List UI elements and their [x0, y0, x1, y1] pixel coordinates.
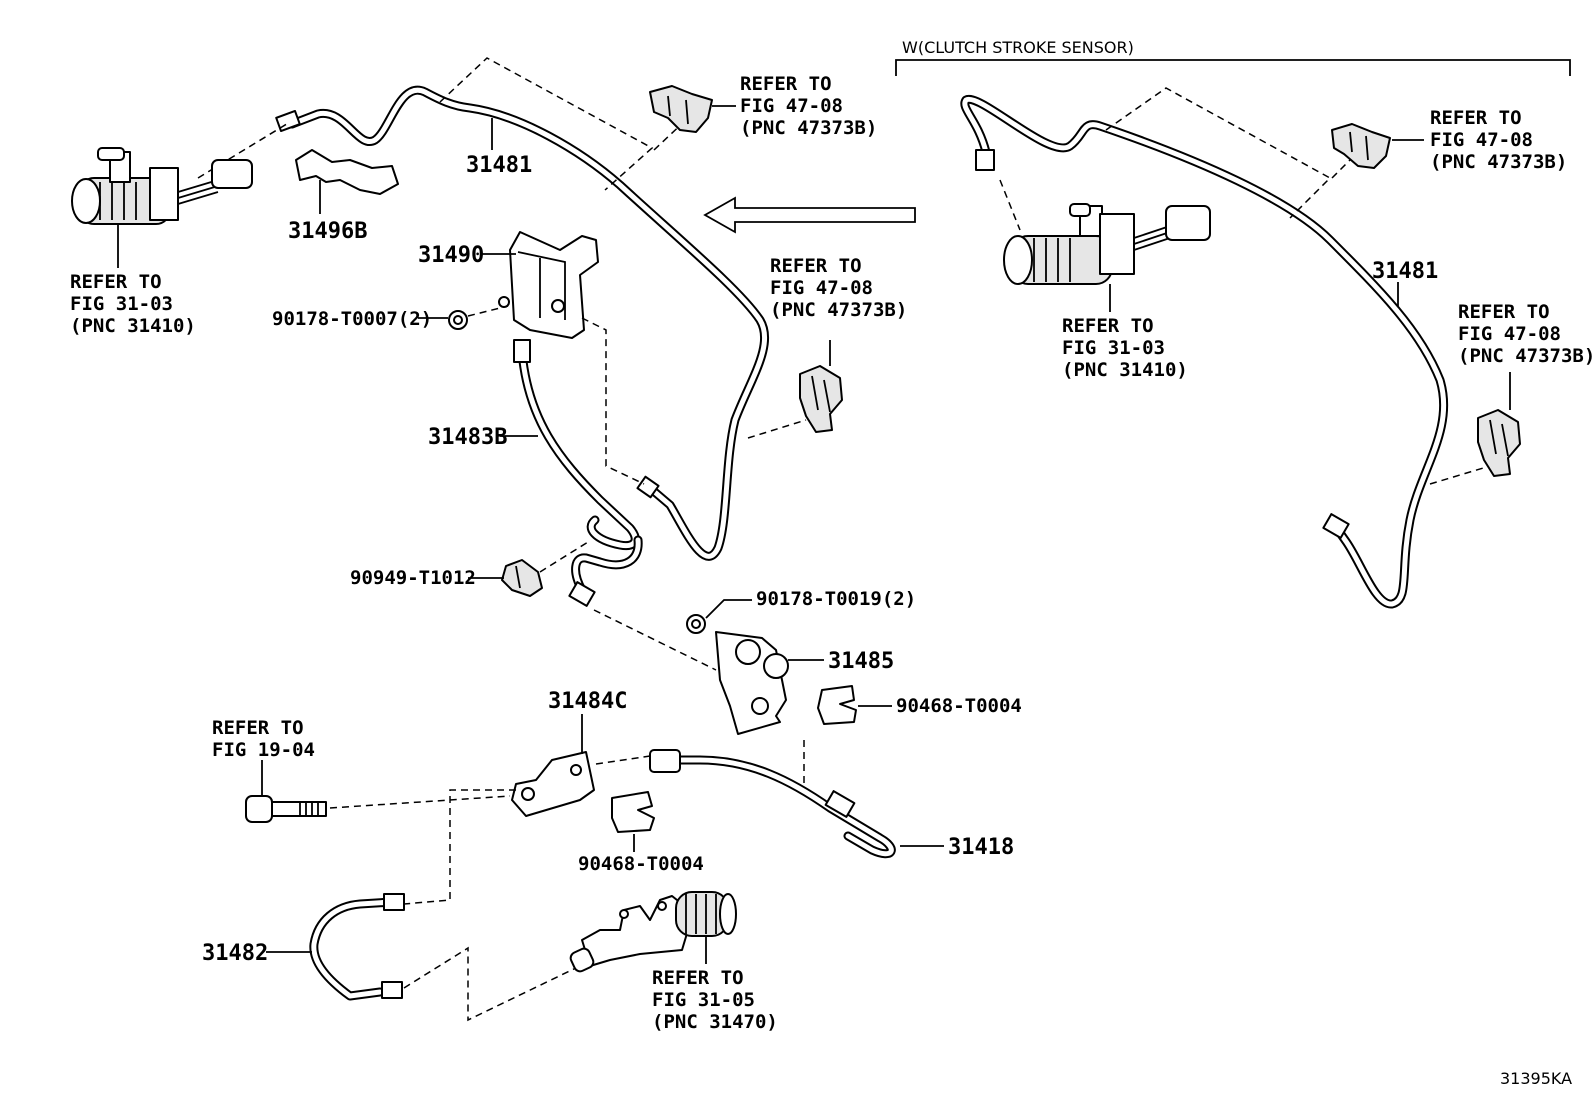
- arrow-left-icon: [703, 196, 916, 234]
- dash-nut: [467, 305, 509, 317]
- ref-clip-r1-2: FIG 47-08: [1430, 129, 1533, 151]
- bracket-31490: [498, 231, 599, 339]
- nut-90178-t0019: [686, 614, 706, 634]
- hose-31496b: [295, 149, 399, 195]
- dash-right-mc: [999, 179, 1021, 231]
- label-90468-t0004-b: 90468-T0004: [578, 853, 704, 875]
- ref-mc-right-2: FIG 31-03: [1062, 337, 1165, 359]
- label-90949-t1012: 90949-T1012: [350, 567, 476, 589]
- release-cylinder-icon: [569, 891, 737, 973]
- clip-90468-b: [611, 791, 655, 833]
- hose-31418: [649, 749, 896, 859]
- ref-clip-top-2: FIG 47-08: [740, 95, 843, 117]
- dash-right-top: [1105, 87, 1332, 219]
- label-90468-t0004-a: 90468-T0004: [896, 695, 1022, 717]
- nut-icon: [448, 310, 468, 330]
- label-31485: 31485: [828, 649, 894, 674]
- ref-clip-r1-1: REFER TO: [1430, 107, 1522, 129]
- ref-bolt-2: FIG 19-04: [212, 739, 315, 761]
- ref-clip-r2-2: FIG 47-08: [1458, 323, 1561, 345]
- bracket-31484c: [511, 751, 595, 817]
- ref-release-3: (PNC 31470): [652, 1011, 778, 1033]
- dash-clip-90949: [539, 541, 589, 573]
- ref-mc-left-1: REFER TO: [70, 271, 162, 293]
- pipe-31482: [309, 893, 405, 1001]
- label-31490: 31490: [418, 243, 484, 268]
- label-31483b: 31483B: [428, 425, 507, 450]
- dash-top: [439, 57, 654, 191]
- ref-mc-right-3: (PNC 31410): [1062, 359, 1188, 381]
- label-31481-left: 31481: [466, 153, 532, 178]
- clip-right-1: [1331, 123, 1391, 169]
- label-90178-t0019: 90178-T0019(2): [756, 588, 916, 610]
- dash-bracket-pipe: [581, 317, 645, 485]
- ref-mc-right-1: REFER TO: [1062, 315, 1154, 337]
- label-31482: 31482: [202, 941, 268, 966]
- ref-clip-mid-1: REFER TO: [770, 255, 862, 277]
- ref-clip-r1-3: (PNC 47373B): [1430, 151, 1567, 173]
- ref-release-2: FIG 31-05: [652, 989, 755, 1011]
- bracket-31485: [715, 631, 789, 735]
- ref-release-1: REFER TO: [652, 967, 744, 989]
- pipe-31481-left: [275, 85, 770, 561]
- ref-bolt-1: REFER TO: [212, 717, 304, 739]
- label-31496b: 31496B: [288, 219, 367, 244]
- pipe-link: [568, 535, 643, 607]
- bolt-icon: [245, 795, 327, 823]
- label-31481-right: 31481: [1372, 259, 1438, 284]
- master-cylinder-right: [1003, 203, 1211, 285]
- section-title: W(CLUTCH STROKE SENSOR): [902, 38, 1134, 57]
- section-bracket: [895, 59, 1571, 76]
- ref-clip-r2-1: REFER TO: [1458, 301, 1550, 323]
- master-cylinder-icon: [71, 147, 253, 225]
- pipe-31483b: [513, 339, 640, 551]
- clip-icon: [649, 85, 713, 133]
- dash-bolt: [329, 795, 511, 809]
- clip-right-2: [1477, 409, 1521, 477]
- dash-link-31485: [593, 609, 717, 671]
- dash-clip-mid: [747, 419, 807, 439]
- dash-right-clip2: [1429, 465, 1491, 485]
- clip-90468-a: [817, 685, 857, 725]
- ref-clip-r2-3: (PNC 47373B): [1458, 345, 1592, 367]
- clip-90949: [501, 559, 543, 597]
- ref-mc-left-2: FIG 31-03: [70, 293, 173, 315]
- ref-clip-top-1: REFER TO: [740, 73, 832, 95]
- pipe-31481-right: [960, 95, 1449, 609]
- dash-31482-release: [403, 946, 581, 1022]
- leader-90178-t0019: [705, 599, 752, 619]
- clip-mid: [799, 365, 843, 433]
- figure-id: 31395KA: [1500, 1069, 1572, 1088]
- label-31484c: 31484C: [548, 689, 627, 714]
- dash-31484c-hose: [595, 755, 651, 765]
- ref-mc-left-3: (PNC 31410): [70, 315, 196, 337]
- ref-clip-top-3: (PNC 47373B): [740, 117, 877, 139]
- label-90178-t0007: 90178-T0007(2): [272, 308, 432, 330]
- label-31418: 31418: [948, 835, 1014, 860]
- ref-clip-mid-3: (PNC 47373B): [770, 299, 907, 321]
- ref-clip-mid-2: FIG 47-08: [770, 277, 873, 299]
- dash-31484c-31482: [403, 789, 516, 905]
